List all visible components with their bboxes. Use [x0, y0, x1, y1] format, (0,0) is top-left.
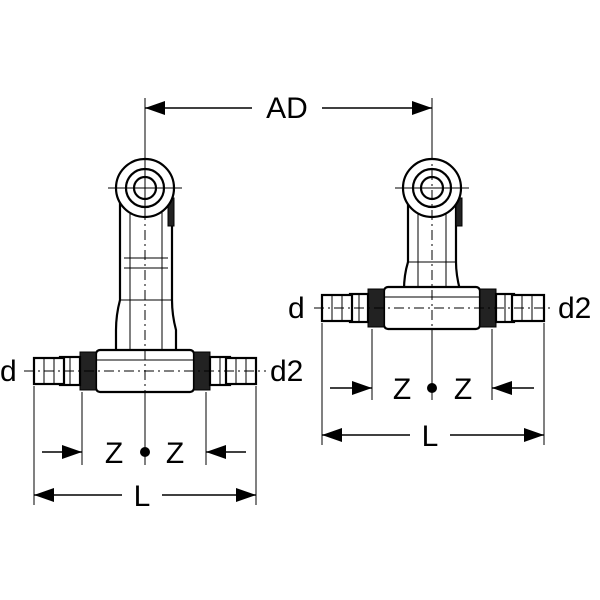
ad-dimension: AD: [144, 92, 433, 190]
left-center-dot: [140, 447, 150, 457]
right-center-dot: [427, 383, 437, 393]
left-tee-fitting: d d2 Z Z L: [0, 150, 303, 513]
right-l-dimension: L: [321, 323, 545, 453]
ad-arrow-right: [412, 101, 432, 115]
left-l-dimension: L: [33, 386, 257, 513]
ad-label: AD: [266, 92, 308, 125]
right-l-label: L: [422, 420, 439, 453]
left-d2-label: d2: [270, 355, 303, 388]
left-l-label: L: [134, 480, 151, 513]
right-d-label: d: [288, 292, 305, 325]
left-d-label: d: [0, 355, 17, 388]
right-z-right-label: Z: [454, 373, 472, 406]
left-z-right-label: Z: [166, 437, 184, 470]
right-z-dimension: Z Z: [330, 329, 534, 406]
right-d2-label: d2: [558, 292, 591, 325]
left-z-dimension: Z Z: [42, 392, 246, 470]
right-spigot-d: [320, 288, 385, 328]
right-z-left-label: Z: [393, 373, 411, 406]
left-z-left-label: Z: [105, 437, 123, 470]
ad-arrow-left: [145, 101, 165, 115]
left-riser: [114, 193, 178, 354]
right-tee-fitting: d d2 Z Z L: [288, 150, 591, 453]
